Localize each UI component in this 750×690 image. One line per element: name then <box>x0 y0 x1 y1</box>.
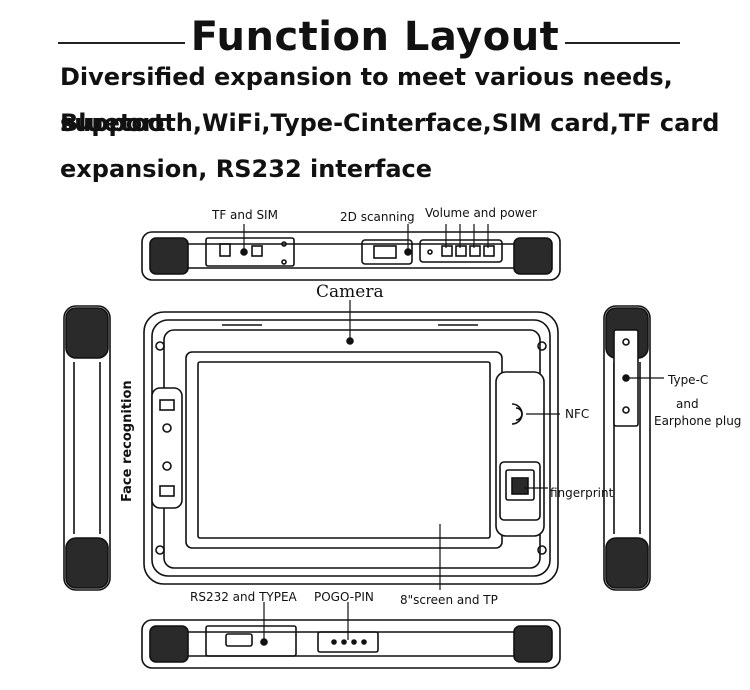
title-rule-right <box>552 42 680 44</box>
top-edge-view <box>141 231 561 281</box>
subtitle-line-1: Diversified expansion to meet various ne… <box>60 63 673 137</box>
label-fingerprint: fingerprint <box>550 486 614 500</box>
right-side-view <box>603 305 651 591</box>
label-volume-power: Volume and power <box>425 206 537 220</box>
label-rs232-typea: RS232 and TYPEA <box>190 590 297 604</box>
front-view <box>143 311 559 585</box>
subtitle-line-2: Bluetooth,WiFi,Type-Cinterface,SIM card,… <box>60 109 720 137</box>
page-title: Function Layout <box>0 14 750 60</box>
subtitle-line-3: expansion, RS232 interface <box>60 155 433 183</box>
title-block: Function Layout <box>0 8 750 62</box>
label-type-c: Type-C <box>668 373 709 387</box>
label-earphone-plug: Earphone plug <box>654 414 742 428</box>
callout-lines <box>243 224 664 640</box>
label-2d-scanning: 2D scanning <box>340 210 415 224</box>
left-side-view <box>63 305 111 591</box>
label-face-recognition: Face recognition <box>120 380 135 502</box>
label-nfc: NFC <box>565 407 590 421</box>
label-screen-tp: 8"screen and TP <box>400 593 498 607</box>
bottom-edge-view <box>141 619 561 669</box>
label-pogo-pin: POGO-PIN <box>314 590 374 604</box>
label-camera: Camera <box>316 282 384 302</box>
label-and: and <box>676 397 699 411</box>
title-rule-left <box>58 42 208 44</box>
label-tf-sim: TF and SIM <box>212 208 278 222</box>
